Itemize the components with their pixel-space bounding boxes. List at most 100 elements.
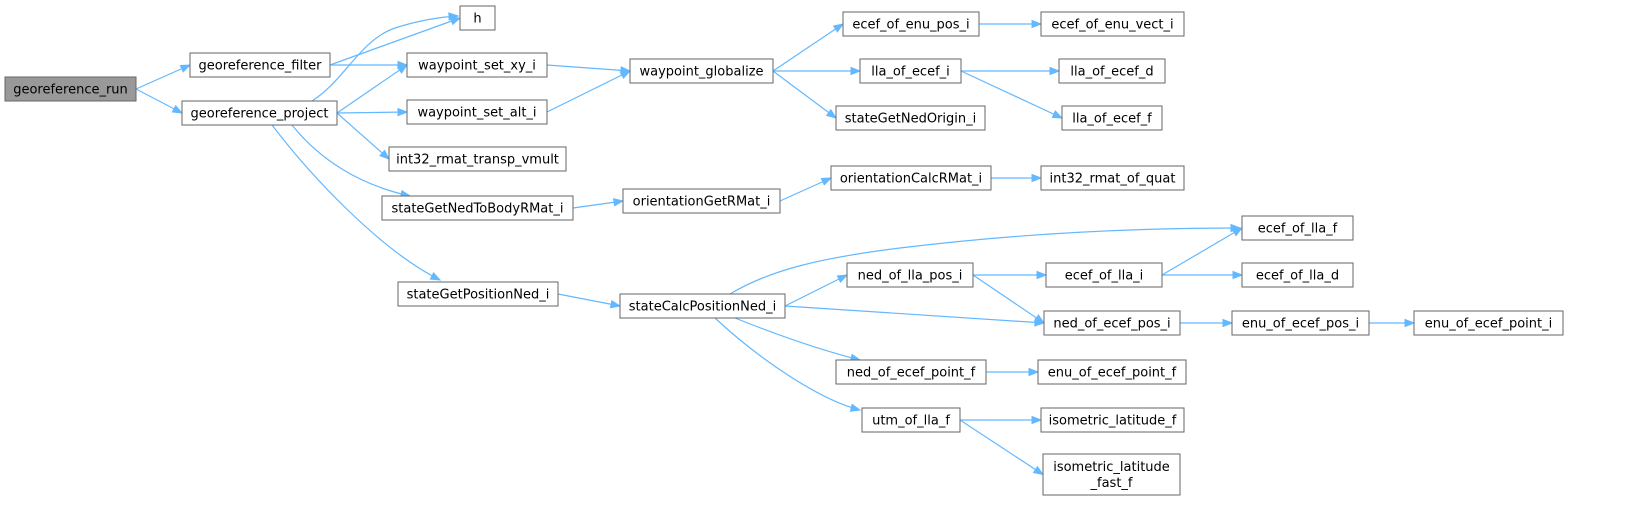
edge-georeference_project-to-waypoint_set_xy_i [336,64,409,114]
node-ecef_of_lla_f[interactable]: ecef_of_lla_f [1241,215,1354,241]
node-box[interactable] [846,262,974,288]
node-lla_of_ecef_f[interactable]: lla_of_ecef_f [1061,105,1163,131]
node-label: waypoint_set_xy_i [418,59,536,74]
node-label: h [473,12,481,27]
node-box[interactable] [4,76,137,102]
node-box[interactable] [619,293,786,319]
edge-arrowhead [609,300,622,309]
node-box[interactable] [1058,58,1166,84]
node-box[interactable] [406,52,548,78]
node-stateCalcPositionNed_i[interactable]: stateCalcPositionNed_i [619,293,786,319]
node-stateGetNedOrigin_i[interactable]: stateGetNedOrigin_i [835,105,986,131]
node-int32_rmat_transp_vmult[interactable]: int32_rmat_transp_vmult [388,146,567,172]
node-box[interactable] [859,58,962,84]
node-int32_rmat_of_quat[interactable]: int32_rmat_of_quat [1040,165,1185,191]
node-h[interactable]: h [459,5,496,31]
node-waypoint_globalize[interactable]: waypoint_globalize [629,58,774,84]
edge-line [1161,227,1243,276]
edge-arrowhead [1231,227,1244,237]
edge-line [784,305,1045,324]
node-box[interactable] [622,188,781,214]
node-box[interactable] [861,407,961,433]
node-box[interactable] [842,11,980,37]
node-box[interactable] [381,195,574,221]
node-box[interactable] [459,5,496,31]
node-stateGetNedToBodyRMat_i[interactable]: stateGetNedToBodyRMat_i [381,195,574,221]
node-lla_of_ecef_i[interactable]: lla_of_ecef_i [859,58,962,84]
node-box[interactable] [1045,262,1163,288]
edge-georeference_filter-to-waypoint_set_xy_i [330,60,409,70]
node-box[interactable] [1042,453,1181,496]
edge-waypoint_globalize-to-lla_of_ecef_i [773,66,862,76]
node-box[interactable] [1040,165,1185,191]
node-label: enu_of_ecef_pos_i [1242,317,1359,332]
node-ned_of_lla_pos_i[interactable]: ned_of_lla_pos_i [846,262,974,288]
node-label: waypoint_set_alt_i [417,106,536,121]
edge-line [291,124,411,197]
edge-line [311,15,459,102]
edges-layer [135,12,1416,476]
node-box[interactable] [1037,359,1187,385]
node-ned_of_ecef_pos_i[interactable]: ned_of_ecef_pos_i [1043,310,1181,336]
node-ned_of_ecef_point_f[interactable]: ned_of_ecef_point_f [835,359,987,385]
node-box[interactable] [189,52,331,78]
node-isometric_latitude_fast_f[interactable]: isometric_latitude_fast_f [1042,453,1181,496]
node-ecef_of_enu_vect_i[interactable]: ecef_of_enu_vect_i [1040,11,1185,37]
edge-georeference_project-to-stateGetPositionNed_i [271,124,442,281]
node-georeference_filter[interactable]: georeference_filter [189,52,331,78]
node-georeference_project[interactable]: georeference_project [181,100,338,126]
node-enu_of_ecef_point_f[interactable]: enu_of_ecef_point_f [1037,359,1187,385]
node-label: enu_of_ecef_point_i [1425,317,1553,332]
node-box[interactable] [181,100,338,126]
node-box[interactable] [835,359,987,385]
edge-georeference_run-to-georeference_project [135,88,184,114]
node-isometric_latitude_f[interactable]: isometric_latitude_f [1040,407,1185,433]
node-enu_of_ecef_point_i[interactable]: enu_of_ecef_point_i [1413,310,1564,336]
node-box[interactable] [1040,11,1185,37]
node-utm_of_lla_f[interactable]: utm_of_lla_f [861,407,961,433]
edge-arrowhead [1051,110,1064,119]
node-waypoint_set_xy_i[interactable]: waypoint_set_xy_i [406,52,548,78]
node-waypoint_set_alt_i[interactable]: waypoint_set_alt_i [406,99,548,125]
node-orientationGetRMat_i[interactable]: orientationGetRMat_i [622,188,781,214]
edge-arrowhead [613,198,625,207]
node-ecef_of_enu_pos_i[interactable]: ecef_of_enu_pos_i [842,11,980,37]
node-enu_of_ecef_pos_i[interactable]: enu_of_ecef_pos_i [1231,310,1370,336]
node-box[interactable] [406,99,548,125]
node-label: ecef_of_lla_f [1258,222,1338,237]
node-ecef_of_lla_d[interactable]: ecef_of_lla_d [1241,262,1354,288]
edge-arrowhead [850,66,862,76]
edge-ned_of_ecef_point_f-to-enu_of_ecef_point_f [986,367,1040,377]
node-georeference_run[interactable]: georeference_run [4,76,137,102]
node-ecef_of_lla_i[interactable]: ecef_of_lla_i [1045,262,1163,288]
edge-arrowhead [1032,465,1045,476]
node-box[interactable] [397,281,559,307]
edge-ecef_of_enu_pos_i-to-ecef_of_enu_vect_i [979,19,1043,29]
edge-line [734,317,861,361]
node-box[interactable] [1043,310,1181,336]
nodes-layer: georeference_run georeference_filtergeore… [4,5,1564,496]
node-stateGetPositionNed_i[interactable]: stateGetPositionNed_i [397,281,559,307]
node-label: ned_of_ecef_point_f [847,366,976,381]
node-box[interactable] [1241,215,1354,241]
edge-arrowhead [1031,19,1043,29]
edge-georeference_project-to-waypoint_set_alt_i [336,107,409,117]
node-box[interactable] [1241,262,1354,288]
node-orientationCalcRMat_i[interactable]: orientationCalcRMat_i [830,165,992,191]
node-label: ned_of_ecef_pos_i [1053,317,1170,332]
node-box[interactable] [388,146,567,172]
node-box[interactable] [629,58,774,84]
node-box[interactable] [1231,310,1370,336]
edge-stateCalcPositionNed_i-to-utm_of_lla_f [714,317,862,412]
node-box[interactable] [1040,407,1185,433]
edge-arrowhead [1033,314,1046,324]
node-box[interactable] [1061,105,1163,131]
node-lla_of_ecef_d[interactable]: lla_of_ecef_d [1058,58,1166,84]
edge-arrowhead [179,64,192,73]
node-box[interactable] [830,165,992,191]
node-label: orientationGetRMat_i [633,195,771,210]
node-box[interactable] [835,105,986,131]
node-box[interactable] [1413,310,1564,336]
edge-arrowhead [1031,173,1043,183]
